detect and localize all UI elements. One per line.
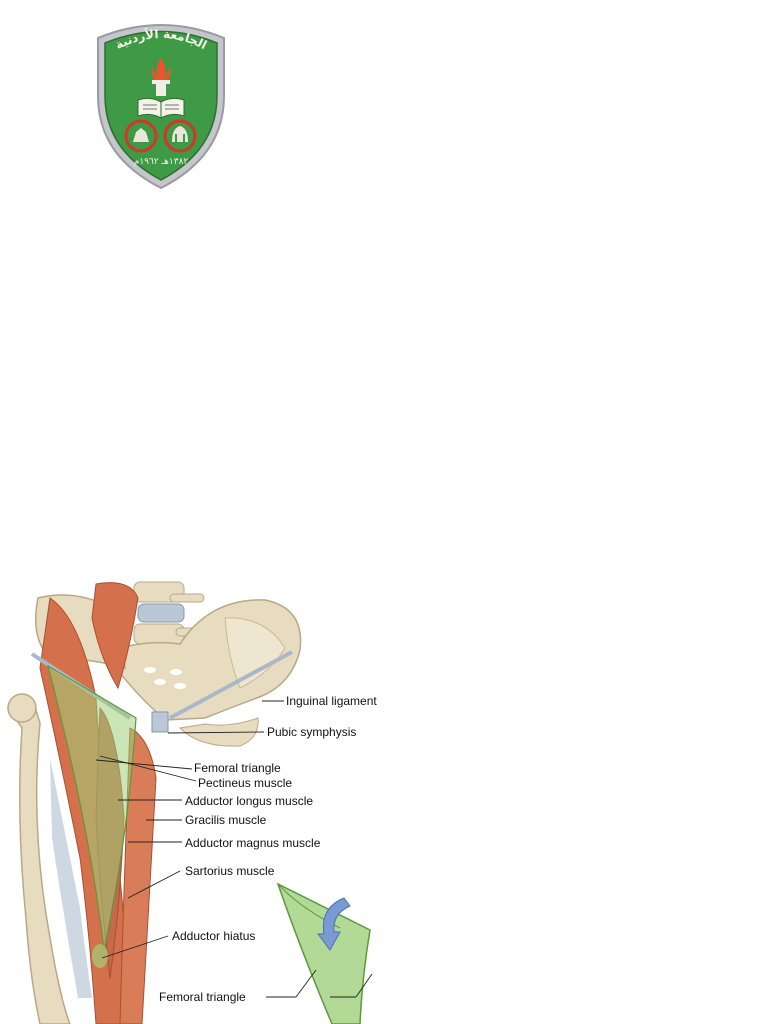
- label-pubic-symphysis: Pubic symphysis: [267, 725, 357, 739]
- femur-bone: [7, 693, 71, 1024]
- seal-rings-icon: [124, 119, 197, 153]
- label-adductor-hiatus: Adductor hiatus: [172, 929, 256, 943]
- femoral-triangle-inset: [276, 882, 371, 1024]
- lumbar-vertebrae: [133, 581, 211, 645]
- seal-date-text: ١٣٨٢هـ ١٩٦٢م: [134, 157, 189, 167]
- label-femoral-triangle-inset: Femoral triangle: [159, 990, 246, 1004]
- label-adductor-longus-muscle: Adductor longus muscle: [185, 794, 314, 808]
- curved-arrow-icon: [317, 897, 351, 951]
- label-adductor-magnus-muscle: Adductor magnus muscle: [185, 836, 321, 850]
- label-leader-lines: [95, 700, 373, 998]
- label-femoral-triangle: Femoral triangle: [194, 761, 281, 775]
- torch-icon: [151, 58, 171, 96]
- book-icon: [137, 97, 185, 119]
- university-seal-logo: الجامعة الأردنية ١٣٨٢هـ ١٩٦٢م: [97, 24, 225, 190]
- label-pectineus-muscle: Pectineus muscle: [198, 776, 293, 790]
- label-gracilis-muscle: Gracilis muscle: [185, 813, 267, 827]
- label-sartorius-muscle: Sartorius muscle: [185, 864, 275, 878]
- femoral-triangle-illustration: [7, 581, 373, 1024]
- label-inguinal-ligament: Inguinal ligament: [286, 694, 377, 708]
